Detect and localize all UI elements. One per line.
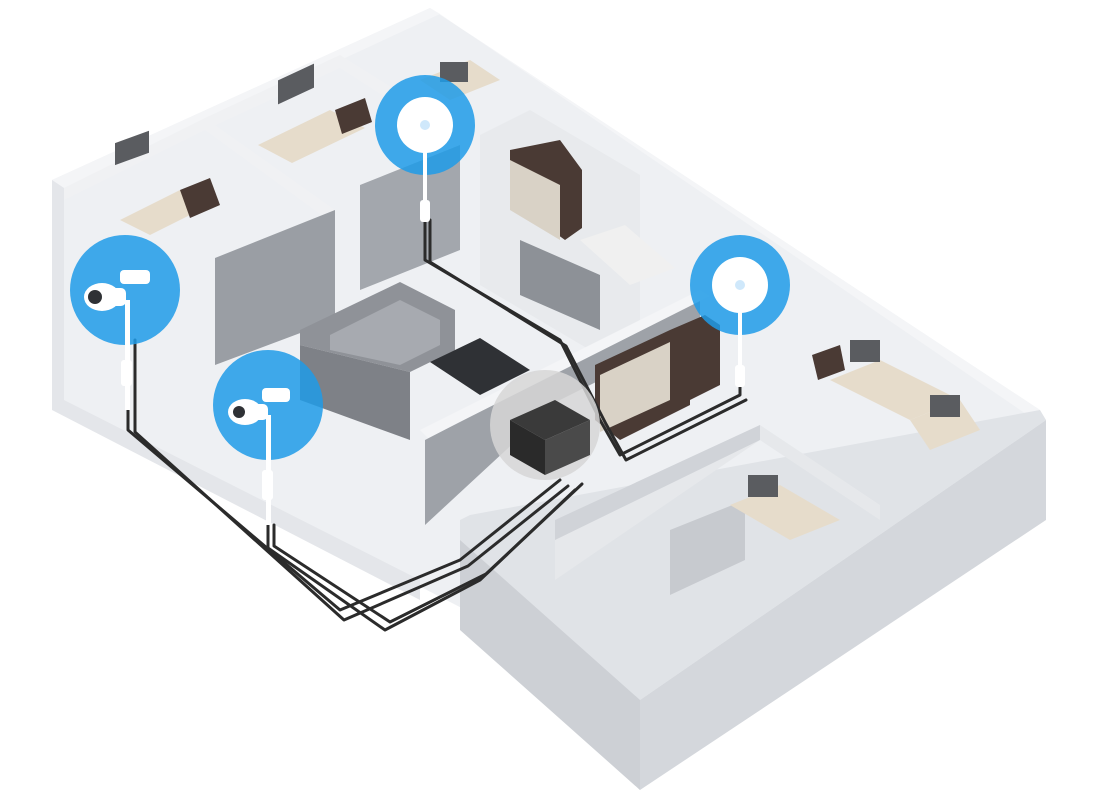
monitor	[440, 62, 468, 82]
monitor	[115, 130, 149, 166]
room-partition-2	[360, 145, 460, 290]
monitor	[930, 395, 960, 417]
poe-injector	[121, 360, 132, 386]
network-switch-icon	[510, 400, 590, 475]
desk	[730, 485, 840, 540]
monitor	[748, 475, 778, 497]
room-partition-4	[520, 240, 600, 330]
middle-divider-top	[420, 290, 710, 438]
poe-injector	[262, 470, 273, 500]
access-point-icon	[712, 257, 768, 313]
access-point-icon	[397, 97, 453, 153]
desk	[910, 400, 980, 450]
coffee-table	[430, 338, 530, 395]
monitor	[278, 63, 314, 105]
lounge-sofa	[300, 282, 455, 440]
storage-cabinet	[670, 315, 720, 400]
room-wall-top-left	[64, 118, 335, 225]
cable	[272, 482, 584, 624]
desk	[830, 360, 960, 420]
cabinet	[180, 178, 220, 218]
lower-room-wall	[555, 425, 880, 580]
room-partition-1	[215, 210, 335, 365]
outer-wall-back-right	[430, 8, 1040, 418]
desk	[580, 225, 675, 285]
bullet-camera-icon	[84, 270, 150, 311]
lower-room-back-wall	[555, 425, 760, 540]
outer-wall-front-face-left	[460, 540, 640, 790]
cable	[133, 338, 570, 622]
bullet-camera-icon	[228, 388, 290, 425]
camera-highlight	[213, 350, 323, 460]
ap-cable-drop	[423, 150, 427, 210]
ap-cable-drop	[738, 310, 742, 380]
outer-wall-front-face	[640, 420, 1046, 790]
poe-injector	[420, 200, 430, 222]
cable	[428, 218, 748, 462]
lower-room-partition	[670, 500, 745, 595]
monitor	[850, 340, 880, 362]
storage-cabinet-front	[600, 342, 670, 432]
camera-cable-drop	[125, 300, 130, 410]
cabinet	[812, 345, 845, 380]
storage-cabinet-front	[510, 160, 560, 240]
cabinet	[335, 98, 372, 134]
desk	[258, 110, 365, 163]
cable	[423, 218, 742, 457]
poe-injector	[735, 365, 745, 387]
network-cables	[126, 218, 748, 632]
